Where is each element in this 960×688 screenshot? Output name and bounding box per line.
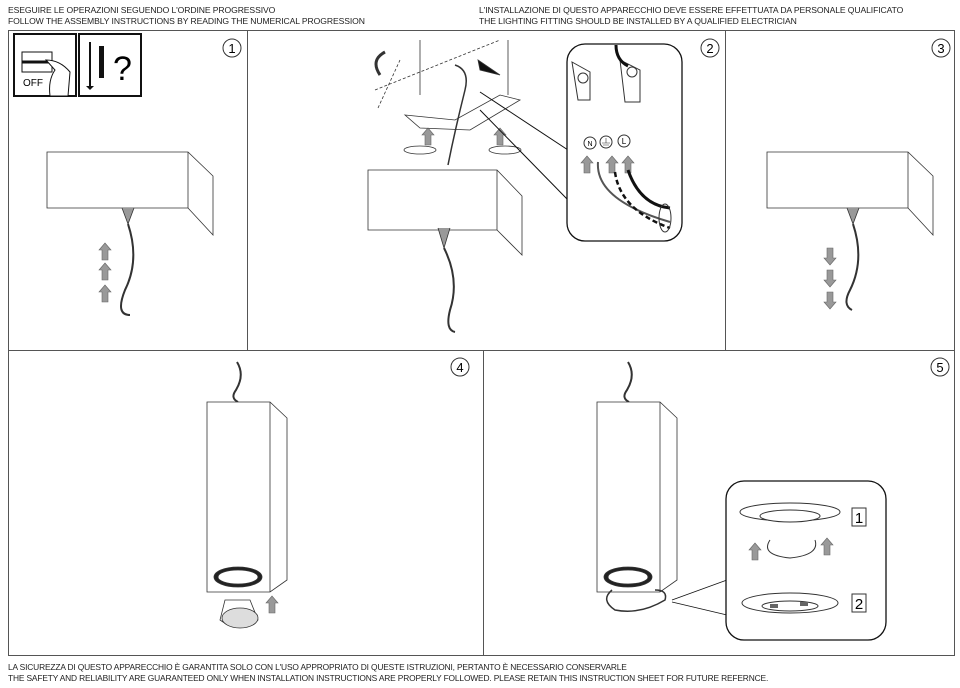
svg-text:L: L bbox=[622, 137, 627, 146]
svg-text:2: 2 bbox=[706, 41, 713, 56]
lamp-body-step4 bbox=[206, 361, 288, 629]
header-left-english: FOLLOW THE ASSEMBLY INSTRUCTIONS BY READ… bbox=[8, 15, 365, 26]
header-right: L'INSTALLAZIONE DI QUESTO APPARECCHIO DE… bbox=[479, 5, 903, 26]
spring-ring-detail-callout: 1 2 bbox=[725, 480, 887, 641]
svg-text:1: 1 bbox=[228, 41, 235, 56]
svg-text:?: ? bbox=[113, 50, 132, 88]
step-number-3: 3 bbox=[931, 38, 951, 58]
footer-italian: LA SICUREZZA DI QUESTO APPARECCHIO È GAR… bbox=[8, 662, 627, 672]
header-right-english: THE LIGHTING FITTING SHOULD BE INSTALLED… bbox=[479, 15, 797, 26]
svg-text:4: 4 bbox=[456, 360, 463, 375]
wiring-detail-callout: N L bbox=[479, 43, 683, 242]
sub-step-2: 2 bbox=[851, 593, 867, 613]
step-number-2: 2 bbox=[700, 38, 720, 58]
header-left: ESEGUIRE LE OPERAZIONI SEGUENDO L'ORDINE… bbox=[8, 5, 365, 26]
header-right-italian: L'INSTALLAZIONE DI QUESTO APPARECCHIO DE… bbox=[479, 5, 904, 15]
ceiling-box-step1 bbox=[46, 151, 214, 316]
step-number-4: 4 bbox=[450, 357, 470, 377]
header-left-italian: ESEGUIRE LE OPERAZIONI SEGUENDO L'ORDINE… bbox=[8, 5, 276, 15]
svg-text:3: 3 bbox=[937, 41, 944, 56]
panel-grid bbox=[8, 30, 955, 656]
power-off-icon: OFF bbox=[13, 33, 77, 97]
lamp-body-step5 bbox=[596, 361, 728, 616]
svg-text:OFF: OFF bbox=[23, 78, 43, 89]
svg-text:5: 5 bbox=[936, 360, 943, 375]
sub-step-1: 1 bbox=[851, 507, 867, 527]
step-number-1: 1 bbox=[222, 38, 242, 58]
svg-text:N: N bbox=[587, 141, 592, 148]
screw-and-anchor-question-icon: ? bbox=[78, 33, 142, 97]
svg-text:2: 2 bbox=[855, 596, 863, 613]
footer-safety-note: LA SICUREZZA DI QUESTO APPARECCHIO È GAR… bbox=[8, 662, 768, 684]
mounting-bracket-step2 bbox=[367, 39, 523, 333]
svg-text:1: 1 bbox=[855, 510, 863, 527]
ceiling-box-step3 bbox=[766, 151, 934, 311]
step-number-5: 5 bbox=[930, 357, 950, 377]
footer-english: THE SAFETY AND RELIABILITY ARE GUARANTEE… bbox=[8, 673, 769, 683]
